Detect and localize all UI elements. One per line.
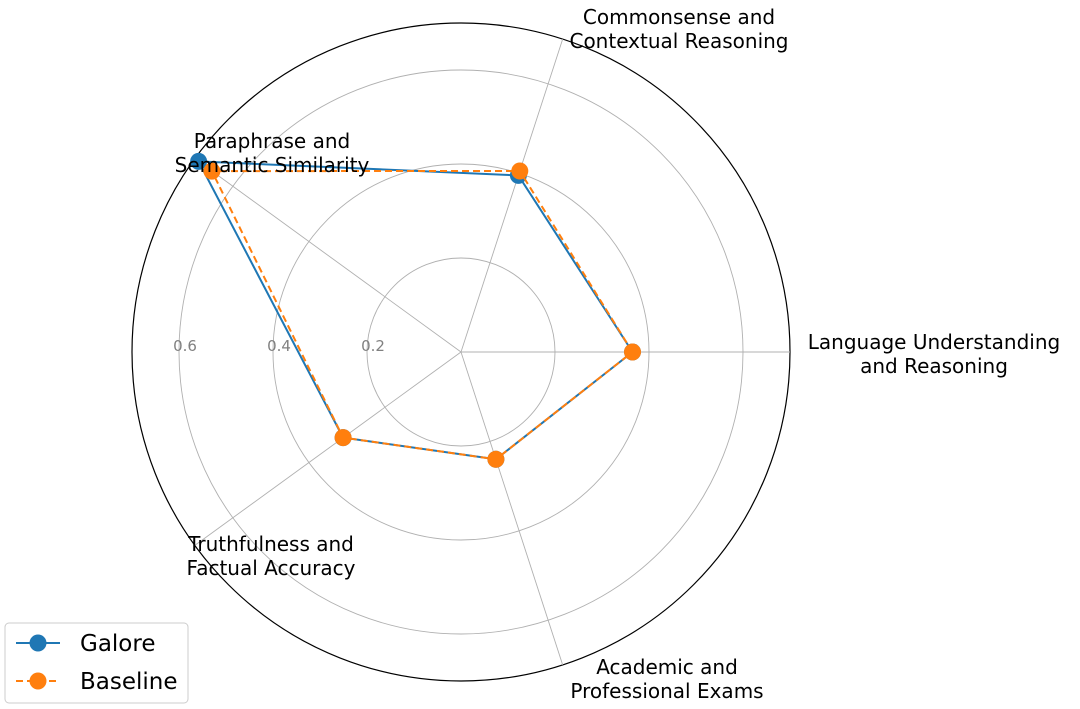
spoke-4 [460,351,564,666]
spoke-layer [194,38,790,666]
point-baseline-2 [203,162,221,180]
series-layer [190,152,641,468]
spoke-2 [194,158,462,353]
legend-marker-galore [29,634,47,652]
legend-item-galore: Galore [16,631,155,657]
r-tick-label-2: 0.6 [173,337,197,355]
point-baseline-1 [511,162,529,180]
point-baseline-0 [624,343,641,361]
legend-marker-baseline [29,672,47,690]
r-tick-label-1: 0.4 [267,337,291,355]
point-baseline-3 [334,429,352,447]
legend-label-galore: Galore [80,631,155,657]
legend-label-baseline: Baseline [80,669,178,695]
point-baseline-4 [487,450,505,468]
spoke-3 [194,351,462,546]
series-line-baseline [210,170,634,461]
series-galore [190,152,641,468]
tick-layer: 0.2 0.4 0.6 [173,337,385,355]
legend-item-baseline: Baseline [16,669,178,695]
spoke-1 [460,38,564,353]
point-galore-2 [190,152,208,170]
r-tick-label-0: 0.2 [361,337,385,355]
series-line-galore [197,160,634,461]
series-baseline [203,162,641,468]
